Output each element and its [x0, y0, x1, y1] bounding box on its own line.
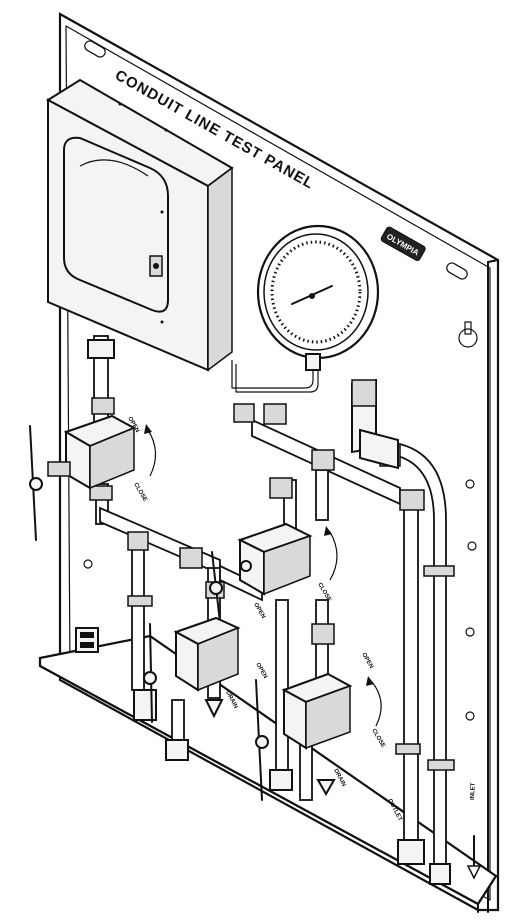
pressure-gauge	[256, 224, 380, 371]
tubing	[87, 335, 451, 885]
valve-top-left	[29, 414, 137, 541]
label-inlet: INLET	[470, 782, 477, 800]
fittings	[89, 378, 455, 771]
nameplate	[75, 627, 99, 653]
valve-lower-right	[255, 672, 353, 801]
gauge-line	[231, 360, 314, 389]
recorder-enclosure	[46, 78, 234, 372]
valve-middle	[209, 522, 313, 641]
rotation-arrows	[144, 424, 382, 727]
valve-lower-left	[143, 616, 241, 723]
inlet-arrow-icon	[466, 835, 482, 880]
